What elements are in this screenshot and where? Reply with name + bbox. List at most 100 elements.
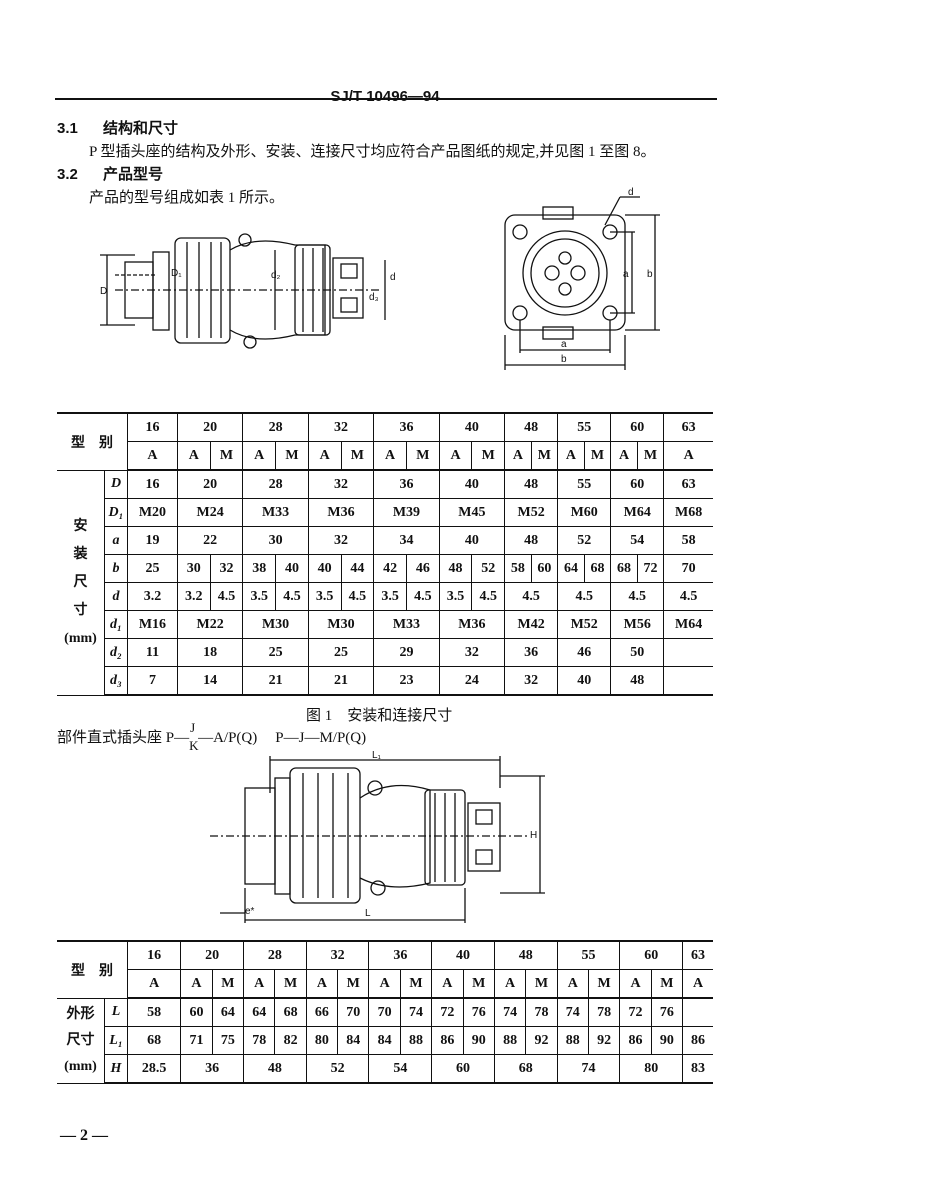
model-header: 32 <box>307 412 375 442</box>
table-cell: 36 <box>180 1054 245 1084</box>
table-cell: 92 <box>525 1026 558 1055</box>
table-cell: 64 <box>211 997 245 1027</box>
table-cell: 82 <box>274 1026 307 1055</box>
param-label: L₁ <box>104 1026 128 1055</box>
table-cell: 7 <box>127 666 178 696</box>
table-cell: 36 <box>504 638 559 667</box>
table-cell: 18 <box>176 638 244 667</box>
param-label: d₂ <box>104 638 128 667</box>
variant-header: A <box>610 441 638 471</box>
connector-front-view-drawing: d a b a b <box>504 187 660 370</box>
model-header: 28 <box>242 412 309 442</box>
table-cell: 68 <box>493 1054 558 1084</box>
table-cell: 74 <box>399 997 433 1027</box>
table-cell: 54 <box>368 1054 433 1084</box>
table-cell: M30 <box>307 610 375 639</box>
dim-label-b-vertical: b <box>647 269 653 280</box>
dim-label-d2: d₂ <box>271 270 281 281</box>
variant-header: A <box>619 969 652 999</box>
variant-header: M <box>650 969 684 999</box>
table-cell: 4.5 <box>557 582 612 611</box>
table-cell: M52 <box>557 610 612 639</box>
variant-header: A <box>431 969 464 999</box>
variant-header: A <box>305 969 339 999</box>
table-cell: 4.5 <box>471 582 506 611</box>
group-label: 外形 尺寸 (mm) <box>57 997 105 1084</box>
param-label: d₁ <box>104 610 128 639</box>
table-cell: 70 <box>368 997 401 1027</box>
table-cell: 60 <box>431 1054 495 1084</box>
dim-label-d3: d₃ <box>369 292 379 303</box>
table-cell: 90 <box>462 1026 495 1055</box>
table-cell: 40 <box>275 554 309 583</box>
table-cell: 80 <box>305 1026 339 1055</box>
table-cell: 11 <box>127 638 178 667</box>
table-cell: 64 <box>557 554 585 583</box>
model-header: 32 <box>305 940 370 970</box>
table-cell: 75 <box>211 1026 245 1055</box>
param-label: L <box>104 997 128 1027</box>
table-cell: 16 <box>127 469 178 499</box>
table-cell: 84 <box>368 1026 401 1055</box>
variant-header: A <box>243 969 276 999</box>
table-cell: 58 <box>504 554 532 583</box>
table-cell: 44 <box>340 554 375 583</box>
table-cell: 86 <box>682 1026 713 1055</box>
section-number: 3.1 <box>57 120 78 137</box>
variant-header: A <box>180 969 213 999</box>
table-cell: 84 <box>337 1026 370 1055</box>
table-cell: 90 <box>650 1026 684 1055</box>
dim-label-d1: d₁ <box>390 272 395 283</box>
table-cell: M30 <box>242 610 309 639</box>
table-cell: 76 <box>462 997 495 1027</box>
table-cell: 30 <box>176 554 211 583</box>
table-cell: 20 <box>176 469 244 499</box>
model-header: 40 <box>431 940 495 970</box>
variant-header: A <box>242 441 277 471</box>
table-cell: 74 <box>556 997 589 1027</box>
section-title: 结构和尺寸 <box>103 121 179 137</box>
table-cell: 4.5 <box>340 582 375 611</box>
variant-header: M <box>405 441 440 471</box>
variant-header: M <box>471 441 506 471</box>
variant-header: A <box>126 969 182 999</box>
section-title: 产品型号 <box>103 167 164 183</box>
table-cell: M24 <box>176 498 244 527</box>
variant-header: A <box>368 969 401 999</box>
table-cell: 68 <box>610 554 638 583</box>
table-cell: M33 <box>373 610 440 639</box>
table-cell: 66 <box>305 997 339 1027</box>
table-cell: M22 <box>176 610 244 639</box>
type-header: 型 别 <box>57 412 128 471</box>
table-cell: 78 <box>243 1026 276 1055</box>
table-cell: 60 <box>610 469 665 499</box>
table-cell: 25 <box>127 554 178 583</box>
table-cell: 28.5 <box>126 1054 182 1084</box>
model-header: 60 <box>610 412 665 442</box>
table-cell: 88 <box>556 1026 589 1055</box>
param-label: d <box>104 582 128 611</box>
model-header: 63 <box>682 940 713 970</box>
table-cell: M16 <box>127 610 178 639</box>
table-cell: 21 <box>242 666 309 696</box>
type-header: 型 别 <box>57 940 128 999</box>
dim-label-e: e* <box>245 906 255 917</box>
table-cell: 3.2 <box>127 582 178 611</box>
table-cell: 70 <box>337 997 370 1027</box>
table-cell: 23 <box>373 666 440 696</box>
variant-header: M <box>525 969 558 999</box>
table-cell: 4.5 <box>405 582 440 611</box>
table-cell: 4.5 <box>610 582 665 611</box>
variant-header: A <box>682 969 713 999</box>
connector-side-view-drawing: D D₁ d₂ d₃ d₁ <box>100 233 395 349</box>
